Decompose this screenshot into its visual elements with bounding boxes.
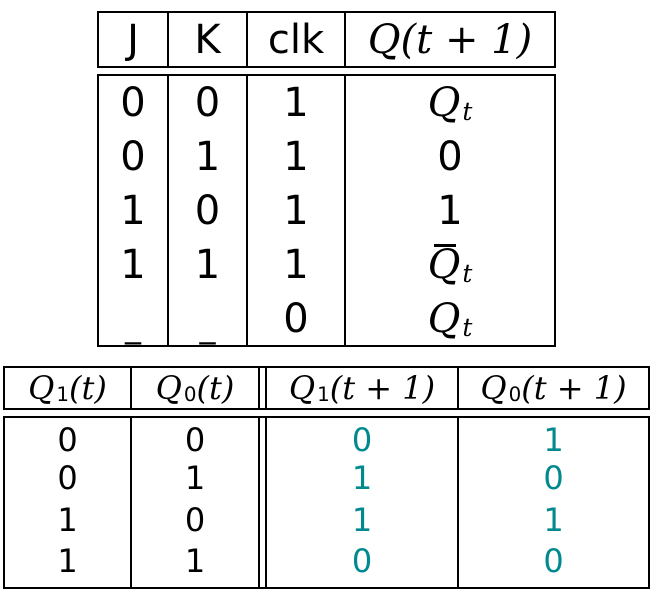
cell-j: _ bbox=[125, 307, 141, 345]
cell-j: 1 bbox=[120, 187, 146, 234]
header-var: Q bbox=[288, 369, 316, 407]
header-sub: 1 bbox=[56, 383, 70, 407]
cell-next-state: 1 bbox=[346, 184, 554, 237]
cell-clk: 1 bbox=[283, 133, 309, 180]
cell-clk: 0 bbox=[283, 295, 309, 342]
header-var: Q bbox=[28, 369, 55, 407]
header-var: Q bbox=[155, 369, 182, 407]
rule bbox=[97, 74, 99, 347]
rule bbox=[246, 11, 248, 68]
rule bbox=[246, 74, 248, 347]
rule bbox=[3, 366, 650, 368]
rule bbox=[3, 408, 650, 410]
cell-clk: 1 bbox=[283, 241, 309, 288]
cell-k: 0 bbox=[194, 187, 221, 234]
current-state-cell: 1 bbox=[184, 459, 206, 497]
cell-k: 0 bbox=[194, 79, 221, 126]
next-state-value: Q bbox=[427, 295, 461, 342]
header-arg: (t) bbox=[196, 369, 235, 407]
rule bbox=[457, 416, 459, 589]
rule bbox=[167, 11, 169, 68]
rule bbox=[554, 74, 556, 347]
rule bbox=[258, 366, 260, 410]
rule bbox=[457, 366, 459, 410]
rule bbox=[3, 366, 5, 410]
current-state-cell: 1 bbox=[57, 542, 78, 580]
header-j: J bbox=[127, 16, 139, 63]
current-state-cell: 1 bbox=[57, 501, 78, 539]
rule bbox=[265, 366, 267, 410]
rule bbox=[130, 416, 132, 589]
rule bbox=[3, 416, 650, 418]
header-sub: 1 bbox=[317, 383, 330, 407]
next-state-subscript: t bbox=[462, 96, 473, 126]
cell-j: 1 bbox=[120, 241, 146, 288]
next-state-cell: 0 bbox=[351, 421, 373, 459]
next-state-value: Q bbox=[427, 79, 461, 126]
rule bbox=[554, 11, 556, 68]
cell-k: 1 bbox=[194, 241, 221, 288]
cell-clk: 1 bbox=[283, 187, 309, 234]
next-state-value: 0 bbox=[437, 133, 463, 180]
next-state-value: 1 bbox=[437, 187, 463, 234]
next-state-cell: 1 bbox=[543, 421, 564, 459]
header-q-arg: (t + 1) bbox=[400, 16, 533, 63]
header-sub: 0 bbox=[183, 383, 197, 407]
rule bbox=[258, 416, 260, 589]
current-state-cell: 0 bbox=[184, 421, 206, 459]
header-q-var: Q bbox=[367, 16, 401, 63]
rule bbox=[648, 366, 650, 410]
current-state-cell: 0 bbox=[57, 459, 78, 497]
rule bbox=[648, 416, 650, 589]
rule bbox=[344, 11, 346, 68]
header-clk: clk bbox=[267, 16, 325, 63]
next-state-cell: 0 bbox=[543, 459, 564, 497]
next-state-cell: 0 bbox=[351, 542, 373, 580]
header-k: K bbox=[194, 16, 221, 63]
cell-k: 1 bbox=[194, 133, 221, 180]
header-next-state: Q(t + 1) bbox=[346, 13, 554, 66]
next-state-cell: 1 bbox=[351, 501, 373, 539]
rule bbox=[3, 416, 5, 589]
next-state-subscript: t bbox=[462, 312, 473, 342]
rule bbox=[97, 74, 556, 76]
next-state-value: Q bbox=[427, 241, 461, 288]
rule bbox=[97, 11, 99, 68]
current-state-cell: 1 bbox=[184, 542, 206, 580]
rule bbox=[167, 74, 169, 347]
cell-j: 0 bbox=[120, 133, 146, 180]
rule bbox=[97, 345, 556, 347]
header-arg: (t + 1) bbox=[329, 369, 436, 407]
rule bbox=[97, 11, 556, 13]
header-var: Q bbox=[480, 369, 507, 407]
rule bbox=[130, 366, 132, 410]
current-state-cell: 0 bbox=[57, 421, 78, 459]
header-arg: (t + 1) bbox=[521, 369, 627, 407]
rule bbox=[3, 587, 650, 589]
next-state-cell: 1 bbox=[543, 501, 564, 539]
rule bbox=[265, 416, 267, 589]
next-state-subscript: t bbox=[462, 258, 473, 288]
header-sub: 0 bbox=[508, 383, 522, 407]
cell-clk: 1 bbox=[283, 79, 309, 126]
next-state-cell: 0 bbox=[543, 542, 564, 580]
cell-next-state: 0 bbox=[346, 130, 554, 183]
cell-j: 0 bbox=[120, 79, 146, 126]
cell-k: _ bbox=[199, 307, 216, 345]
current-state-cell: 0 bbox=[184, 501, 206, 539]
rule bbox=[344, 74, 346, 347]
header-arg: (t) bbox=[69, 369, 107, 407]
next-state-cell: 1 bbox=[351, 459, 373, 497]
rule bbox=[97, 66, 556, 68]
